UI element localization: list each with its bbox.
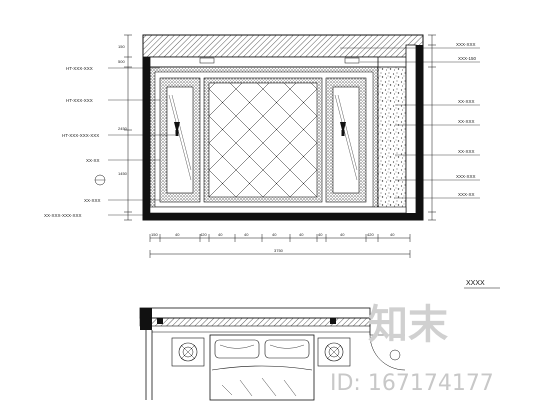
left-callout-4: XX-XX	[86, 158, 100, 163]
lattice-line	[208, 82, 270, 144]
bed	[209, 334, 315, 401]
bottom-dim-1: 150	[151, 232, 158, 237]
lattice-line	[208, 88, 318, 198]
bottom-dim-7: 40	[299, 232, 304, 237]
lattice-line	[208, 82, 243, 117]
nightstand-right	[317, 337, 351, 367]
stone-column	[377, 66, 407, 213]
left-callout-2: HT-XXX-XXX	[66, 98, 93, 103]
left-callout-6: XX-XXX-XXX-XXX	[44, 213, 82, 218]
lattice-line	[310, 82, 318, 90]
watermark: 知末 ID: 167174177	[330, 302, 494, 396]
door-swing	[369, 334, 406, 371]
left-dim-1: 150	[118, 44, 125, 49]
svg-text:XXXX: XXXX	[466, 280, 485, 287]
left-dimension-chain	[124, 34, 132, 221]
right-callout-2: XXX-150	[458, 56, 477, 61]
ceiling-hatch	[142, 34, 424, 58]
left-callout-1: HT-XXX-XXX	[66, 66, 93, 71]
plan-column-left	[140, 308, 152, 330]
nightstand-left	[171, 337, 205, 367]
right-callout-6: XXX-XXX	[456, 174, 476, 179]
bottom-dim-3: 420	[200, 232, 207, 237]
floor-line	[143, 213, 423, 220]
watermark-id: ID: 167174177	[330, 371, 494, 396]
elevation-drawing: 150 500 2450 1450 HT-XXX-XXX HT-XXX-XXX …	[44, 34, 480, 258]
skirting	[149, 206, 407, 214]
left-callout-5: XX-XXX	[84, 198, 101, 203]
bottom-dim-9: 40	[340, 232, 345, 237]
watermark-logo: 知末	[368, 302, 448, 348]
headboard-panel	[203, 77, 323, 203]
right-callout-4: XX-XXX	[458, 119, 475, 124]
bottom-dim-6: 40	[272, 232, 277, 237]
right-callout-7: XXX-XX	[458, 192, 475, 197]
bottom-dim-2: 40	[175, 232, 180, 237]
right-callout-1: XXX-XXX	[456, 42, 476, 47]
bottom-dim-5: 40	[244, 232, 249, 237]
lattice-line	[229, 82, 318, 171]
right-door-frame	[405, 44, 417, 216]
lattice-line	[283, 82, 318, 117]
left-side-panel	[159, 77, 201, 203]
right-wall-dark	[416, 45, 423, 220]
plan-title: XXXX	[464, 280, 500, 289]
bottom-dim-11: 40	[390, 232, 395, 237]
wall-sconce-right	[340, 122, 346, 136]
bottom-dim-10: 420	[367, 232, 374, 237]
wall-sconce-left	[174, 122, 180, 136]
plan-column-right	[330, 318, 336, 324]
bottom-dimension-chain	[149, 234, 411, 258]
cornice-light-right	[344, 57, 360, 64]
left-dim-4: 1450	[118, 171, 128, 176]
bottom-dim-4: 40	[218, 232, 223, 237]
left-dim-3: 2450	[118, 126, 128, 131]
right-callout-5: XX-XXX	[458, 149, 475, 154]
right-callouts	[340, 47, 480, 199]
plan-drawing	[139, 307, 406, 401]
bottom-dim-8: 40	[318, 232, 323, 237]
right-callout-3: XX-XXX	[458, 99, 475, 104]
lattice-line	[208, 82, 297, 171]
cornice	[149, 56, 379, 68]
right-side-panel	[325, 77, 367, 203]
plan-wall-top	[139, 307, 371, 319]
right-dimension-chain	[428, 34, 436, 221]
lattice-line	[208, 82, 216, 90]
left-wall-strip	[143, 57, 150, 220]
left-dim-2: 500	[118, 59, 125, 64]
left-callout-3: HT-XXX-XXX-XXX	[62, 133, 99, 138]
left-callouts	[108, 67, 175, 216]
plan-column-mid	[157, 318, 163, 324]
lattice-line	[256, 82, 318, 144]
cornice-light-left	[199, 57, 215, 64]
overall-dim: 3750	[274, 248, 284, 253]
